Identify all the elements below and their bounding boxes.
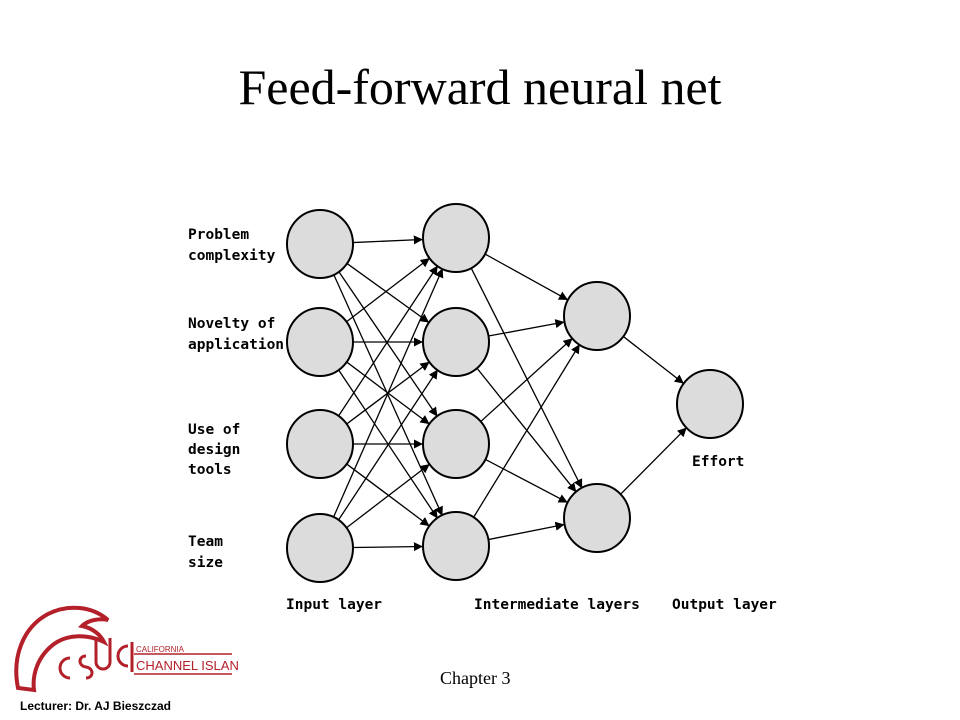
input-label-novelty-of-application: Novelty of application <box>188 316 284 353</box>
input-label-problem-complexity: Problem complexity <box>188 227 276 264</box>
edge-input-2-to-hidden1-0 <box>337 265 438 417</box>
connection-edges <box>332 235 687 552</box>
edge-hidden1-1-to-hidden2-0 <box>488 319 565 337</box>
node-hidden2-0 <box>563 281 631 351</box>
edge-input-2-to-hidden1-3 <box>346 463 430 527</box>
slide-title: Feed-forward neural net <box>238 59 722 115</box>
network-nodes <box>286 203 744 583</box>
output-layer-label: Output layer <box>672 597 777 613</box>
node-hidden1-1 <box>422 307 490 377</box>
edge-input-0-to-hidden1-2 <box>338 270 438 417</box>
input-labels: Problem complexity Novelty of applicatio… <box>188 227 284 571</box>
node-input-1 <box>286 307 354 377</box>
edge-input-0-to-hidden1-0 <box>352 235 423 245</box>
node-output-0 <box>676 369 744 439</box>
chapter-label: Chapter 3 <box>440 668 511 688</box>
node-hidden1-0 <box>422 203 490 273</box>
csuci-initials-icon <box>58 638 134 680</box>
edge-hidden1-0-to-hidden2-0 <box>484 253 569 301</box>
edge-hidden1-0-to-hidden2-1 <box>470 267 583 489</box>
node-hidden1-2 <box>422 409 490 479</box>
input-label-team-size: Team size <box>188 534 232 571</box>
node-input-3 <box>286 513 354 583</box>
edge-hidden1-3-to-hidden2-0 <box>472 344 580 519</box>
edge-input-3-to-hidden1-0 <box>332 268 444 519</box>
lecturer-label: Lecturer: Dr. AJ Bieszczad <box>20 699 171 713</box>
logo-channel-islands-text: CHANNEL ISLANDS <box>136 658 238 673</box>
dolphin-icon <box>14 605 110 693</box>
edge-hidden2-0-to-output-0 <box>622 335 684 384</box>
edge-hidden1-2-to-hidden2-1 <box>484 458 568 503</box>
edge-hidden2-1-to-output-0 <box>619 427 687 496</box>
logo-california-text: CALIFORNIA <box>136 645 185 654</box>
input-label-use-of-design-tools: Use of design tools <box>188 422 249 478</box>
output-label-effort: Effort <box>692 454 744 470</box>
node-hidden1-3 <box>422 511 490 581</box>
node-hidden2-1 <box>563 483 631 553</box>
edge-hidden1-1-to-hidden2-1 <box>476 367 577 493</box>
edge-input-1-to-hidden1-0 <box>345 258 430 323</box>
edge-input-0-to-hidden1-1 <box>346 262 430 323</box>
node-input-0 <box>286 209 354 279</box>
university-logo: CALIFORNIA CHANNEL ISLANDS <box>14 605 238 693</box>
intermediate-layers-label: Intermediate layers <box>474 597 640 613</box>
edge-hidden1-2-to-hidden2-0 <box>479 338 573 423</box>
edge-hidden1-3-to-hidden2-1 <box>488 521 565 541</box>
edge-input-3-to-hidden1-3 <box>352 542 423 552</box>
edge-input-3-to-hidden1-1 <box>337 369 438 521</box>
node-input-2 <box>286 409 354 479</box>
edge-input-3-to-hidden1-2 <box>345 464 430 529</box>
input-layer-label: Input layer <box>286 597 382 613</box>
